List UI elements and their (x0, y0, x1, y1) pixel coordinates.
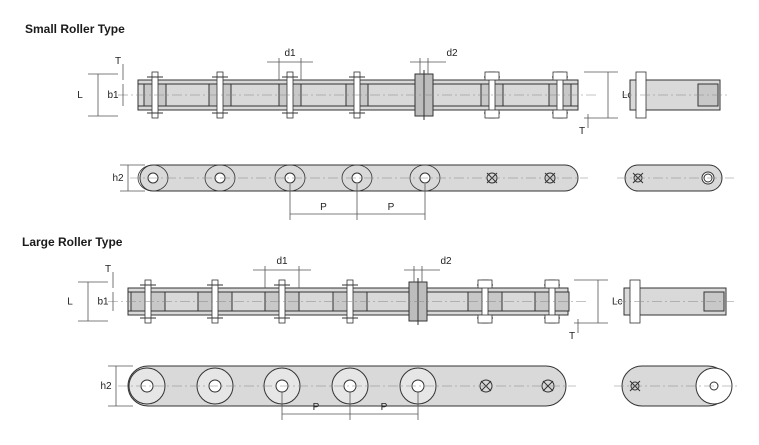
cotter-pin-icon (542, 380, 554, 392)
L-label: L (67, 297, 73, 308)
L-label: L (77, 90, 83, 101)
P-label: P (388, 202, 395, 213)
h2-label: h2 (112, 173, 124, 184)
attachment-lug (477, 279, 493, 289)
P-label: P (381, 402, 388, 413)
T-label: T (105, 264, 111, 275)
d1-label: d1 (284, 48, 296, 59)
T-label-lower: T (569, 331, 575, 342)
d2-label: d2 (446, 48, 458, 59)
attachment-lug (484, 71, 500, 81)
P-label: P (313, 402, 320, 413)
T-label: T (115, 56, 121, 67)
T-label-lower: T (579, 126, 585, 137)
attachment-lug (544, 279, 560, 289)
attachment-lug (477, 314, 493, 324)
small-roller-title: Small Roller Type (25, 22, 125, 36)
Lc-label: Lc (612, 297, 623, 308)
large-roller-title: Large Roller Type (22, 235, 123, 249)
Lc-label: Lc (622, 90, 633, 101)
attachment-lug (484, 109, 500, 119)
b1-label: b1 (107, 90, 119, 101)
attachment-lug (544, 314, 560, 324)
attachment-lug (552, 71, 568, 81)
P-label: P (320, 202, 327, 213)
d2-label: d2 (440, 256, 452, 267)
d1-label: d1 (276, 256, 288, 267)
h2-label: h2 (100, 381, 112, 392)
attachment-lug (552, 109, 568, 119)
b1-label: b1 (97, 297, 109, 308)
